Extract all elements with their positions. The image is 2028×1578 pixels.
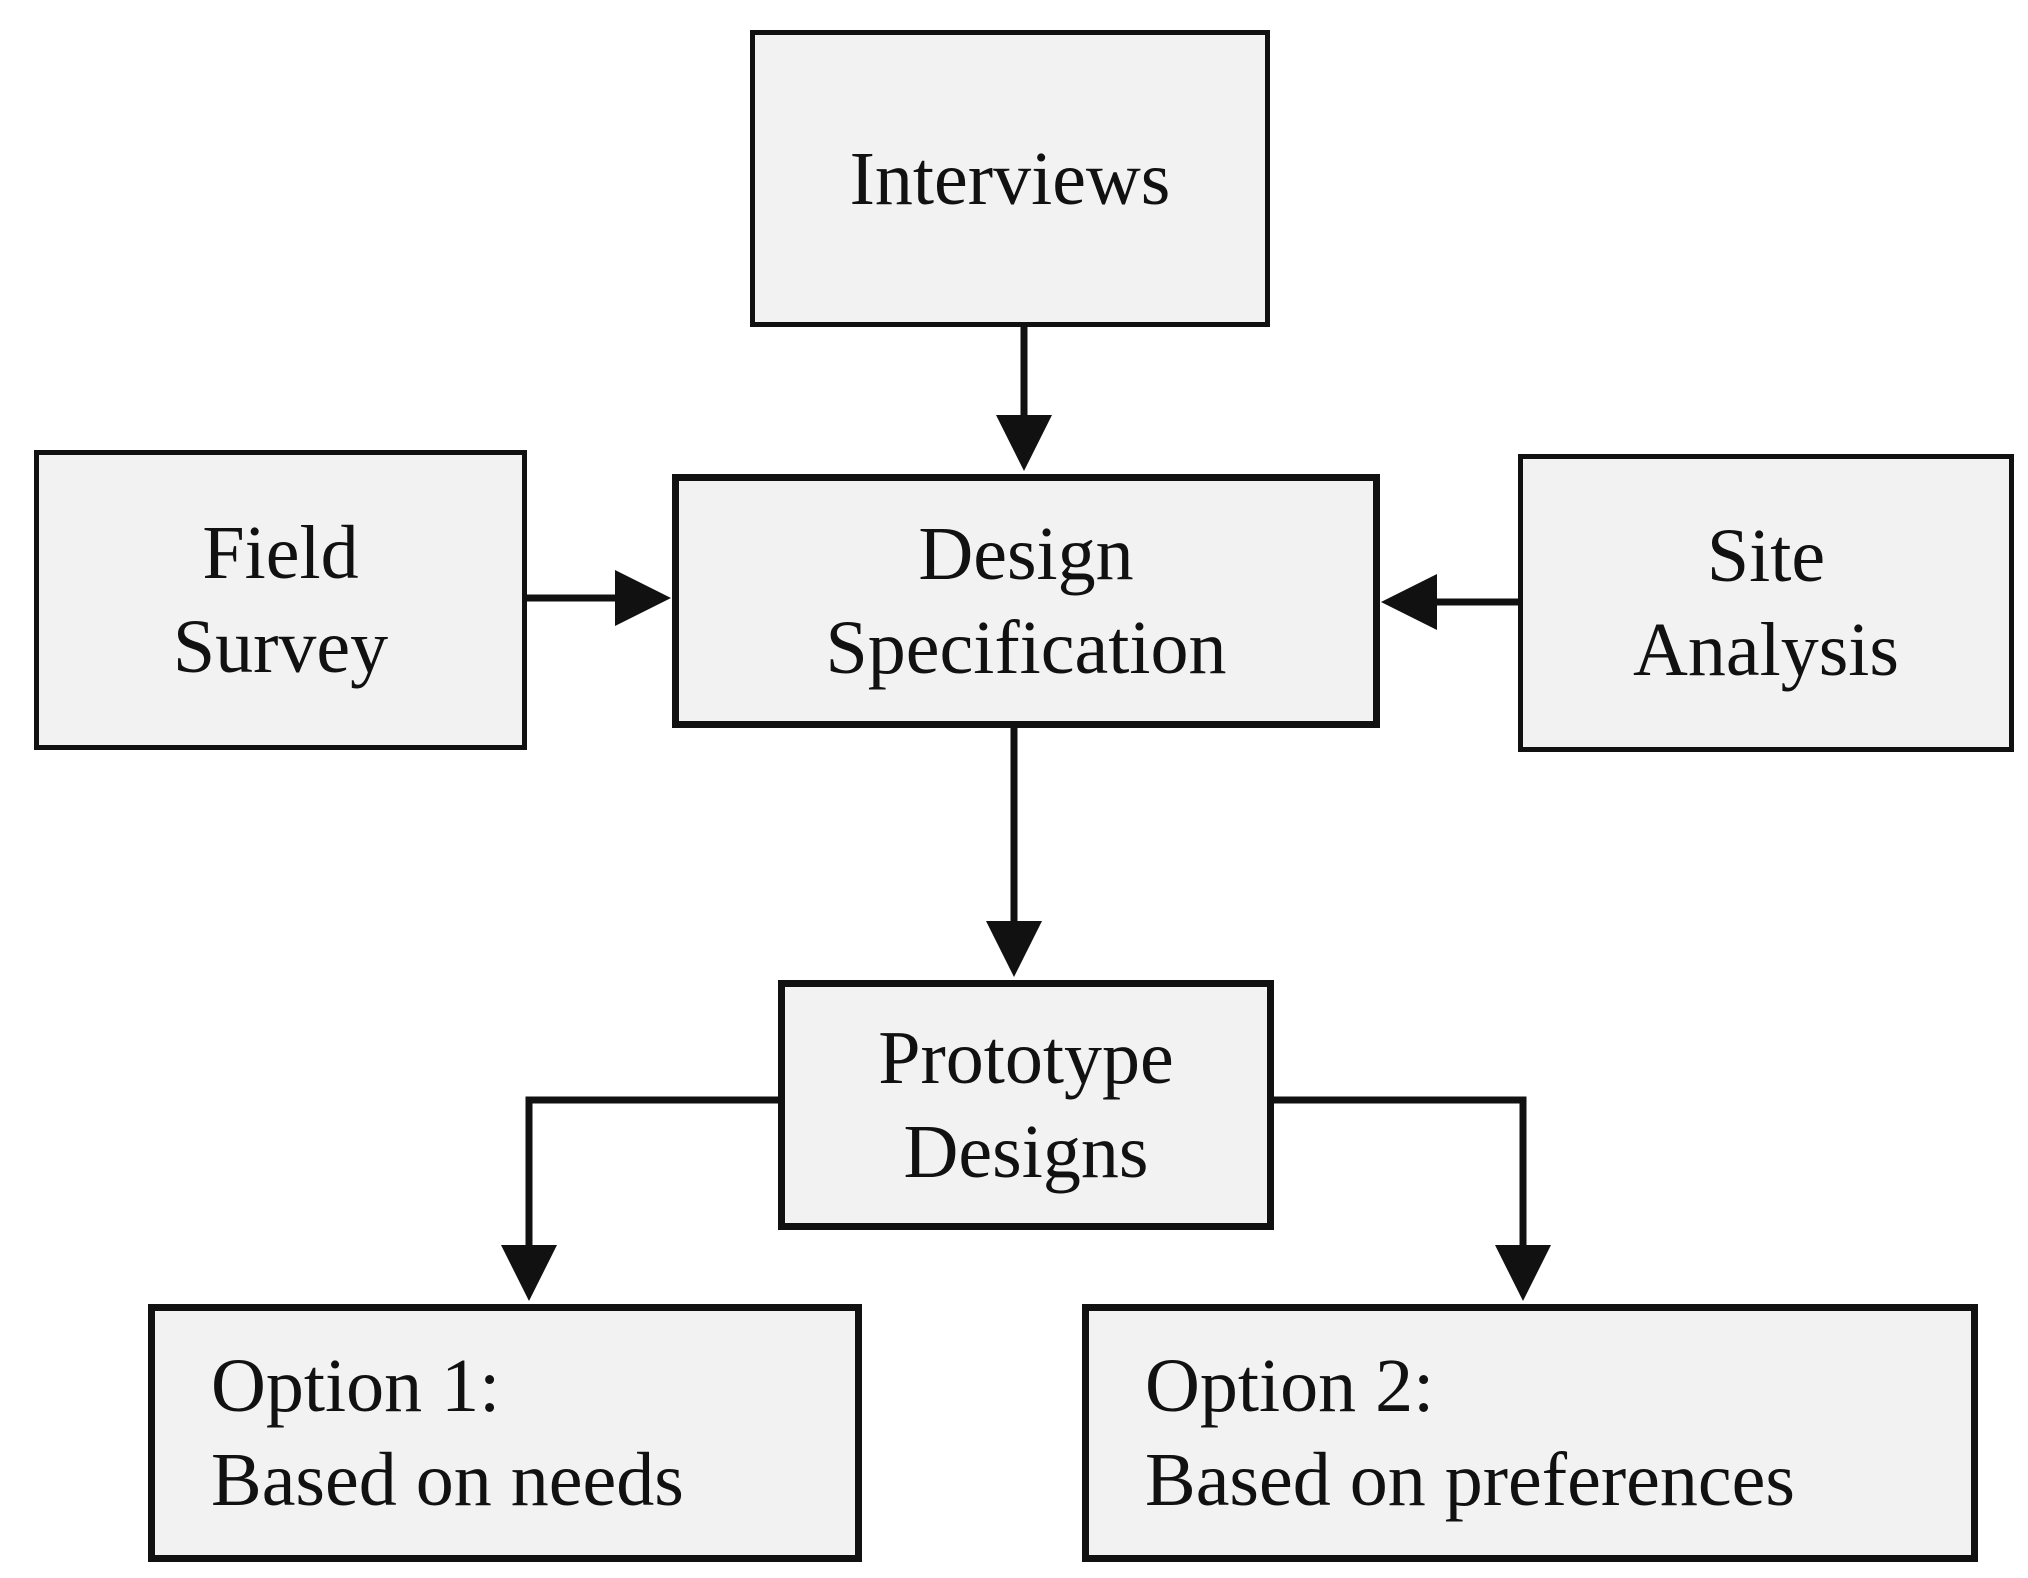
site-analysis-label-line1: Site [1706, 514, 1826, 598]
site-analysis-box: Site Analysis [1518, 454, 2014, 752]
field-survey-box: Field Survey [34, 450, 527, 750]
arrow-prototype-to-option1 [501, 1096, 778, 1301]
site-analysis-label-line2: Analysis [1633, 608, 1899, 692]
design-specification-label-line2: Specification [825, 606, 1227, 690]
arrow-prototype-to-option2 [1274, 1096, 1551, 1301]
field-survey-label-line2: Survey [172, 605, 389, 689]
prototype-designs-label-line1: Prototype [878, 1016, 1174, 1100]
prototype-designs-box: Prototype Designs [778, 980, 1274, 1230]
interviews-label: Interviews [849, 136, 1171, 221]
option2-box: Option 2: Based on preferences [1082, 1304, 1978, 1562]
field-survey-label-line1: Field [202, 511, 359, 595]
interviews-box: Interviews [750, 30, 1270, 327]
option2-label-line1: Option 2: [1145, 1344, 1435, 1428]
option2-label-line2: Based on preferences [1145, 1438, 1795, 1522]
option1-label-line2: Based on needs [211, 1438, 684, 1522]
design-specification-box: Design Specification [672, 474, 1380, 728]
design-specification-label-line1: Design [918, 512, 1134, 596]
prototype-designs-label-line2: Designs [903, 1110, 1149, 1194]
option1-box: Option 1: Based on needs [148, 1304, 862, 1562]
option1-label-line1: Option 1: [211, 1344, 501, 1428]
